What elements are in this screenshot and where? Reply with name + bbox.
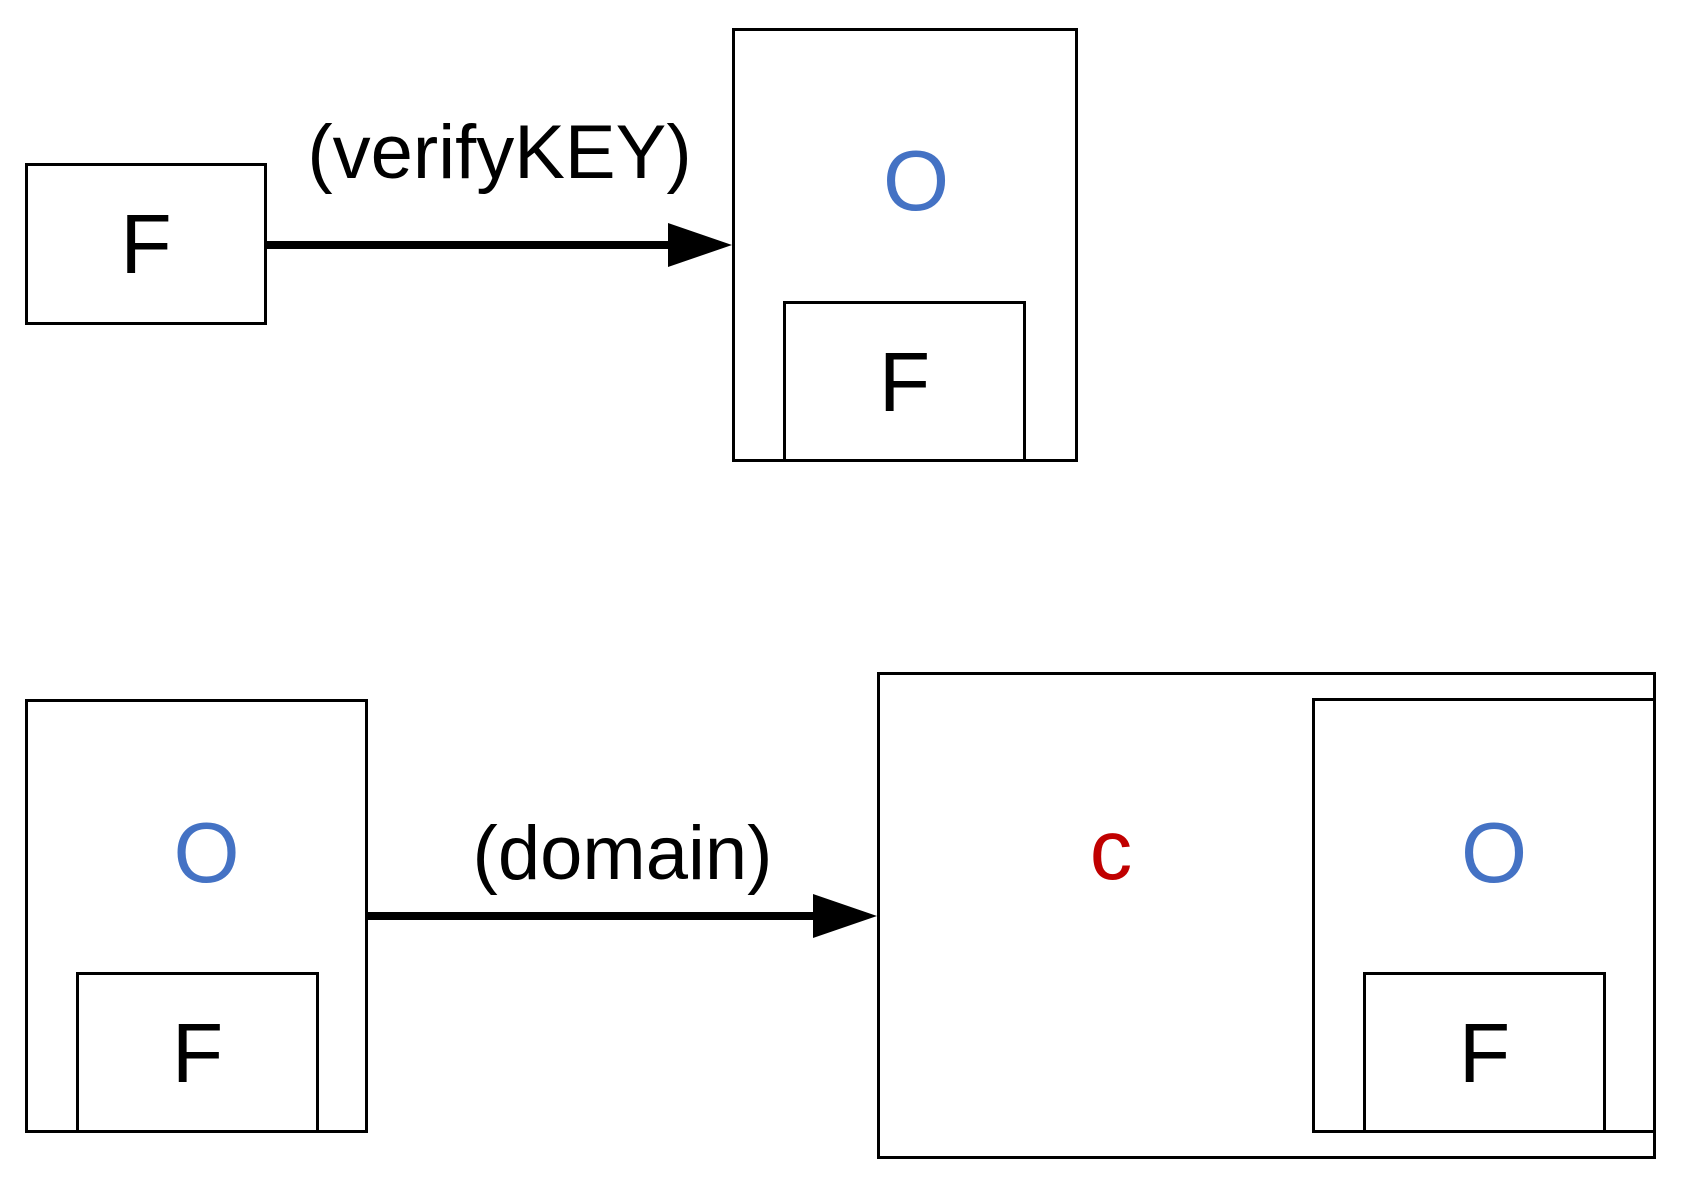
bottom-target-nested-o-label: O [1460,806,1528,901]
verifykey-arrow [267,223,732,267]
bottom-target-nested-inner-f-label: F [1458,1005,1511,1100]
bottom-source-inner-f-label: F [171,1005,224,1100]
bottom-source-inner-f-box: F [76,972,319,1133]
top-target-inner-f-label: F [878,334,931,429]
verifykey-arrowhead-icon [668,223,732,267]
domain-arrow [368,894,877,938]
domain-arrow-shaft [368,912,815,920]
bottom-target-c-label: c [1089,803,1133,898]
top-source-f-box: F [25,163,267,325]
top-target-o-label: O [882,134,950,229]
bottom-target-nested-inner-f-box: F [1363,972,1606,1133]
verifykey-arrow-shaft [267,241,670,249]
verifykey-arrow-label: (verifyKEY) [307,110,692,195]
top-source-f-label: F [120,197,172,291]
top-target-inner-f-box: F [783,301,1026,462]
domain-arrow-label: (domain) [472,811,773,896]
domain-arrowhead-icon [813,894,877,938]
bottom-source-o-label: O [173,806,240,901]
